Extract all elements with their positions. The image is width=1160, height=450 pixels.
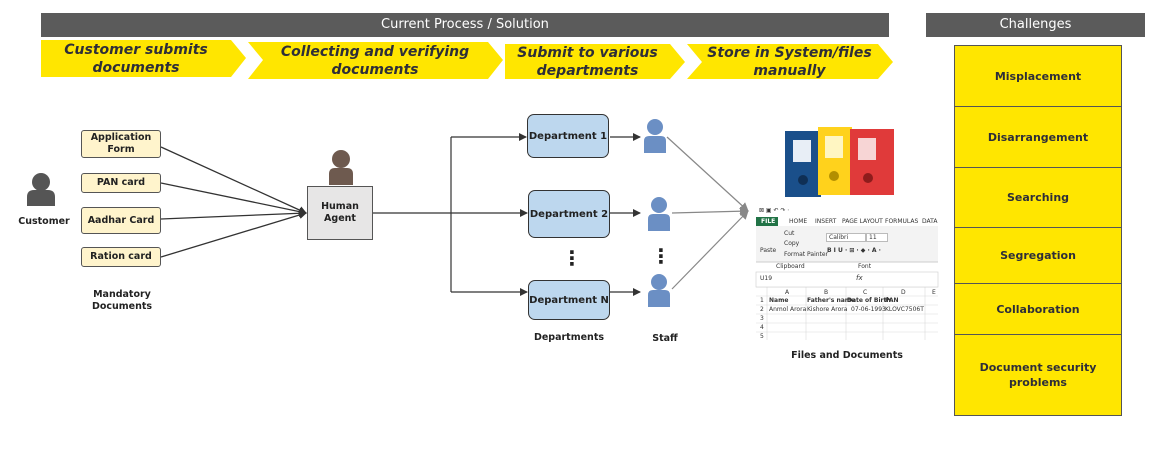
excel-cut: Cut xyxy=(784,230,795,237)
excel-row-number: 4 xyxy=(760,324,764,331)
doc-aadhar-card: Aadhar Card xyxy=(81,207,161,234)
process-header: Current Process / Solution xyxy=(41,13,889,37)
staff-caption: Staff xyxy=(652,333,678,344)
excel-col-c: C xyxy=(863,289,868,296)
excel-format-buttons: B I U · ⊞ · ◆ · A · xyxy=(827,247,881,254)
excel-format-painter: Format Painter xyxy=(784,251,829,258)
excel-cell: Father's name xyxy=(807,297,856,304)
customer-label: Customer xyxy=(18,216,70,227)
excel-cell: PAN xyxy=(885,297,899,304)
departments-ellipsis: ⋮ xyxy=(562,246,582,270)
excel-col-e: E xyxy=(932,289,936,296)
excel-row-number: 3 xyxy=(760,315,764,322)
excel-tab-file: FILE xyxy=(761,218,776,225)
excel-group-font: Font xyxy=(858,263,872,270)
excel-col-a: A xyxy=(785,289,790,296)
step-customer-submits: Customer submits documents xyxy=(64,42,208,76)
challenge-segregation: Segregation xyxy=(954,227,1122,284)
doc-application-form: Application Form xyxy=(81,130,161,158)
excel-tab-data: DATA xyxy=(922,218,938,225)
documents-caption: Mandatory Documents xyxy=(91,289,153,312)
excel-font-name: Calibri xyxy=(826,233,866,242)
excel-tab-insert: INSERT xyxy=(815,218,837,225)
excel-cell: Anmol Arora xyxy=(769,306,807,313)
excel-paste: Paste xyxy=(760,247,777,254)
excel-group-clipboard: Clipboard xyxy=(776,263,805,270)
excel-row-number: 5 xyxy=(760,333,764,340)
staff-person-icon xyxy=(644,119,666,153)
step-chevrons xyxy=(41,40,893,79)
doc-ration-card: Ration card xyxy=(81,247,161,267)
step-submit-departments: Submit to various departments xyxy=(517,45,658,79)
staff-ellipsis: ⋮ xyxy=(651,244,671,268)
agent-box: Human Agent xyxy=(307,186,373,240)
department-1: Department 1 xyxy=(527,114,609,158)
excel-quick-access: ⊠ ▣ ↶ ↷ ⋅ xyxy=(759,207,790,214)
departments-caption: Departments xyxy=(533,332,605,343)
excel-cell: 07-06-1993 xyxy=(851,306,886,313)
staff-person-icon xyxy=(648,197,670,231)
files-caption: Files and Documents xyxy=(791,350,903,361)
excel-col-d: D xyxy=(901,289,906,296)
step-collecting-verifying: Collecting and verifying documents xyxy=(280,44,470,78)
excel-row-number: 1 xyxy=(760,297,764,304)
excel-cell: Date of Birth xyxy=(847,297,891,304)
department-n: Department N xyxy=(528,280,610,320)
binders-icon xyxy=(785,127,894,197)
excel-tab-page-layout: PAGE LAYOUT xyxy=(842,218,883,225)
excel-cell: Kishore Arora xyxy=(807,306,848,313)
excel-cell: KLOVC7506T xyxy=(885,306,924,313)
excel-row-number: 2 xyxy=(760,306,764,313)
staff-person-icon xyxy=(648,274,670,307)
excel-fx: fx xyxy=(856,274,863,282)
excel-cell-ref: U19 xyxy=(760,275,773,282)
excel-copy: Copy xyxy=(784,240,800,247)
challenge-disarrangement: Disarrangement xyxy=(954,106,1122,168)
customer-person-icon xyxy=(27,173,55,206)
doc-pan-card: PAN card xyxy=(81,173,161,193)
excel-cell: Name xyxy=(769,297,789,304)
step-store-manually: Store in System/files manually xyxy=(707,45,872,79)
excel-font-size: 11 xyxy=(866,233,888,242)
challenge-collaboration: Collaboration xyxy=(954,283,1122,335)
excel-col-b: B xyxy=(824,289,829,296)
excel-tab-home: HOME xyxy=(789,218,808,225)
challenge-document-security: Document security problems xyxy=(954,334,1122,416)
department-2: Department 2 xyxy=(528,190,610,238)
challenges-header: Challenges xyxy=(926,13,1145,37)
excel-tab-formulas: FORMULAS xyxy=(885,218,919,225)
challenge-misplacement: Misplacement xyxy=(954,45,1122,107)
challenge-searching: Searching xyxy=(954,167,1122,228)
agent-person-icon xyxy=(329,150,353,185)
excel-spreadsheet-icon xyxy=(755,204,939,342)
